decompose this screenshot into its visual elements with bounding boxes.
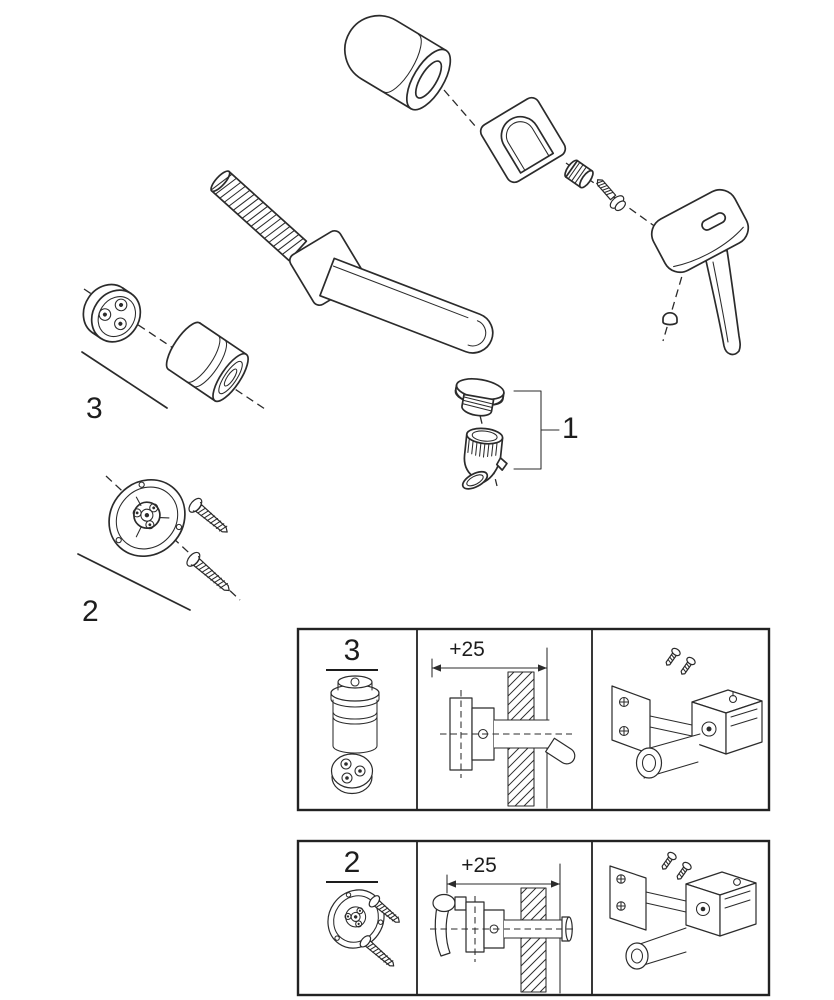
panel-3-dimension-label: +25	[449, 638, 485, 661]
elbow-outlet	[461, 427, 508, 490]
panel-2-label: 2	[326, 846, 378, 883]
callout-part3: 3	[86, 392, 103, 425]
cartridge-disc	[82, 283, 142, 343]
dome-nut-illustration	[662, 311, 678, 326]
panel-2	[296, 839, 771, 997]
cartridge-knob-illustration	[564, 159, 594, 189]
panel-2-dimension-cell	[430, 863, 576, 994]
panel-3-roughin-cell	[611, 647, 763, 779]
aerator-elbow-illustration	[454, 378, 560, 490]
panel-2-dimension-label: +25	[461, 854, 497, 877]
spout-illustration	[210, 170, 494, 354]
panel-3-dimension-cell	[431, 647, 576, 809]
spout-cap-illustration	[344, 14, 452, 111]
panel-2-roughin-cell	[609, 851, 757, 970]
callout-part1: 1	[562, 412, 579, 445]
mounting-plate-illustration	[77, 478, 230, 611]
panel-3-label: 3	[326, 634, 378, 671]
part1-bracket	[513, 390, 560, 470]
panel-3	[296, 627, 771, 812]
mounting-plate	[108, 478, 186, 558]
spout-body	[319, 257, 494, 354]
aerator	[454, 378, 505, 417]
cartridge-sleeve	[165, 321, 249, 403]
part2-leader-line	[77, 553, 191, 611]
valve-cartridge-parts-illustration	[81, 283, 249, 409]
lever-handle-illustration	[650, 188, 750, 356]
mounting-screw-2	[186, 551, 230, 592]
mounting-screw-1	[188, 497, 228, 533]
callout-part2: 2	[82, 595, 99, 628]
panel-3-parts-cell	[330, 675, 380, 795]
wall-escutcheon-illustration	[479, 96, 567, 184]
part3-leader-line	[81, 351, 168, 409]
handle-screw-illustration	[596, 179, 626, 212]
panel-2-parts-cell	[327, 889, 400, 967]
threaded-pipe	[210, 170, 308, 262]
